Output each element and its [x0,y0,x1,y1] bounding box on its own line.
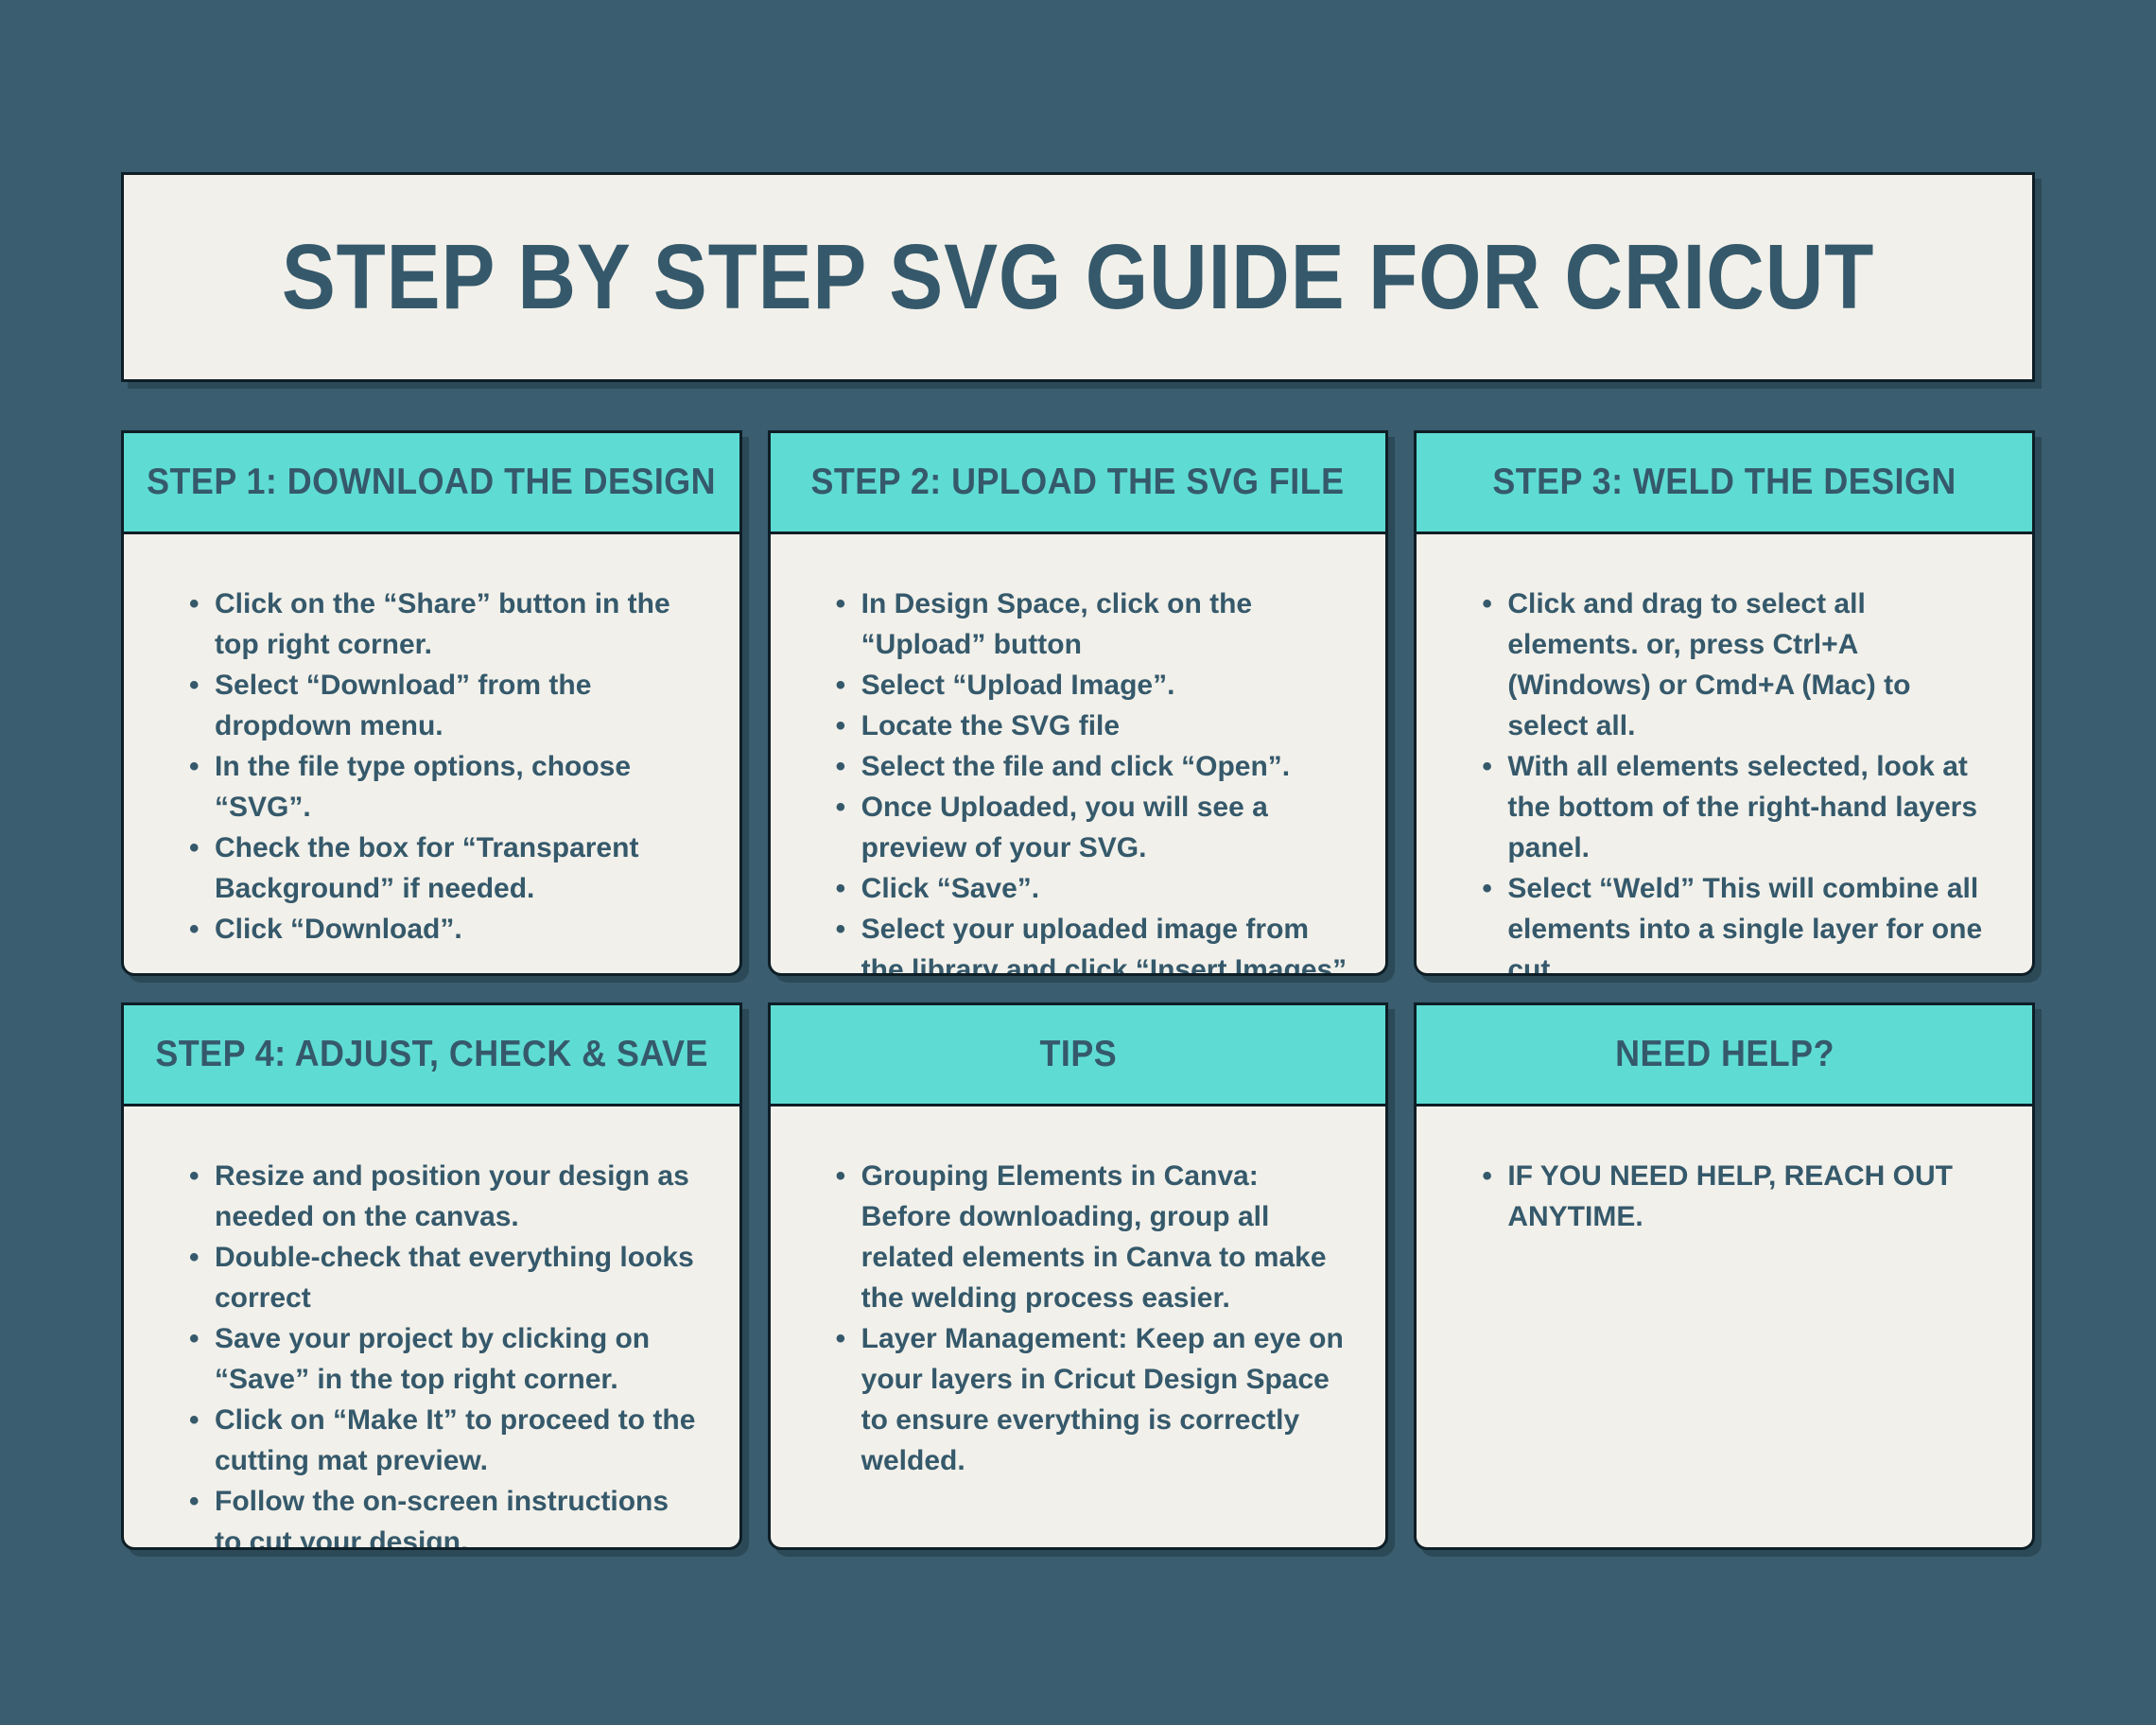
bullet-item: Grouping Elements in Canva: Before downl… [836,1156,1348,1318]
bullet-list: Resize and position your design as neede… [189,1156,702,1547]
bullet-item: Locate the SVG file [836,706,1348,746]
bullet-item: In Design Space, click on the “Upload” b… [836,584,1348,665]
card-step-3-title: STEP 3: WELD THE DESIGN [1492,462,1956,502]
bullet-item: Follow the on-screen instructions to cut… [189,1481,702,1547]
bullet-item: IF YOU NEED HELP, REACH OUT ANYTIME. [1482,1156,1994,1237]
card-need-help-body: IF YOU NEED HELP, REACH OUT ANYTIME. [1417,1106,2032,1256]
card-step-2-header: STEP 2: UPLOAD THE SVG FILE [770,433,1386,534]
card-step-1-title: STEP 1: DOWNLOAD THE DESIGN [147,462,717,502]
bullet-item: With all elements selected, look at the … [1482,746,1994,868]
card-step-2-body: In Design Space, click on the “Upload” b… [771,534,1386,973]
card-need-help-header: NEED HELP? [1417,1005,2032,1106]
bullet-item: Save your project by clicking on “Save” … [189,1318,702,1400]
bullet-item: Check the box for “Transparent Backgroun… [189,828,702,909]
card-need-help: NEED HELP? IF YOU NEED HELP, REACH OUT A… [1414,1002,2035,1550]
card-step-1-header: STEP 1: DOWNLOAD THE DESIGN [124,433,739,534]
bullet-list: Grouping Elements in Canva: Before downl… [836,1156,1348,1481]
card-tips: TIPS Grouping Elements in Canva: Before … [767,1002,1389,1550]
bullet-item: Select “Download” from the dropdown menu… [189,665,702,746]
bullet-list: In Design Space, click on the “Upload” b… [836,584,1348,973]
bullet-list: IF YOU NEED HELP, REACH OUT ANYTIME. [1482,1156,1994,1237]
bullet-item: Select the file and click “Open”. [836,746,1348,787]
card-step-1-body: Click on the “Share” button in the top r… [124,534,739,968]
bullet-item: Double-check that everything looks corre… [189,1237,702,1318]
bullet-item: Select your uploaded image from the libr… [836,909,1348,973]
bullet-item: Select “Weld” This will combine all elem… [1482,868,1994,973]
card-step-2: STEP 2: UPLOAD THE SVG FILE In Design Sp… [767,430,1389,976]
card-step-4: STEP 4: ADJUST, CHECK & SAVE Resize and … [121,1002,742,1550]
page-title: STEP BY STEP SVG GUIDE FOR CRICUT [281,225,1875,328]
card-step-4-title: STEP 4: ADJUST, CHECK & SAVE [155,1034,708,1074]
bullet-item: Select “Upload Image”. [836,665,1348,706]
card-step-1: STEP 1: DOWNLOAD THE DESIGN Click on the… [121,430,742,976]
card-tips-body: Grouping Elements in Canva: Before downl… [771,1106,1386,1500]
bullet-item: Once Uploaded, you will see a preview of… [836,787,1348,868]
bullet-item: Click on “Make It” to proceed to the cut… [189,1400,702,1481]
bullet-item: Click on the “Share” button in the top r… [189,584,702,665]
card-step-3: STEP 3: WELD THE DESIGN Click and drag t… [1414,430,2035,976]
card-step-4-body: Resize and position your design as neede… [124,1106,739,1547]
title-banner: STEP BY STEP SVG GUIDE FOR CRICUT [121,172,2035,382]
card-tips-title: TIPS [1039,1034,1117,1074]
card-tips-header: TIPS [770,1005,1386,1106]
bullet-item: In the file type options, choose “SVG”. [189,746,702,828]
card-need-help-title: NEED HELP? [1614,1034,1834,1074]
card-step-3-body: Click and drag to select all elements. o… [1417,534,2032,973]
bullet-item: Click and drag to select all elements. o… [1482,584,1994,746]
bullet-item: Resize and position your design as neede… [189,1156,702,1237]
card-step-2-title: STEP 2: UPLOAD THE SVG FILE [810,462,1345,502]
bullet-list: Click and drag to select all elements. o… [1482,584,1994,973]
bullet-item: Layer Management: Keep an eye on your la… [836,1318,1348,1481]
card-step-3-header: STEP 3: WELD THE DESIGN [1417,433,2032,534]
bullet-item: Click “Save”. [836,868,1348,909]
bullet-list: Click on the “Share” button in the top r… [189,584,702,950]
bullet-item: Click “Download”. [189,909,702,950]
card-grid: STEP 1: DOWNLOAD THE DESIGN Click on the… [121,430,2035,1550]
card-step-4-header: STEP 4: ADJUST, CHECK & SAVE [124,1005,739,1106]
